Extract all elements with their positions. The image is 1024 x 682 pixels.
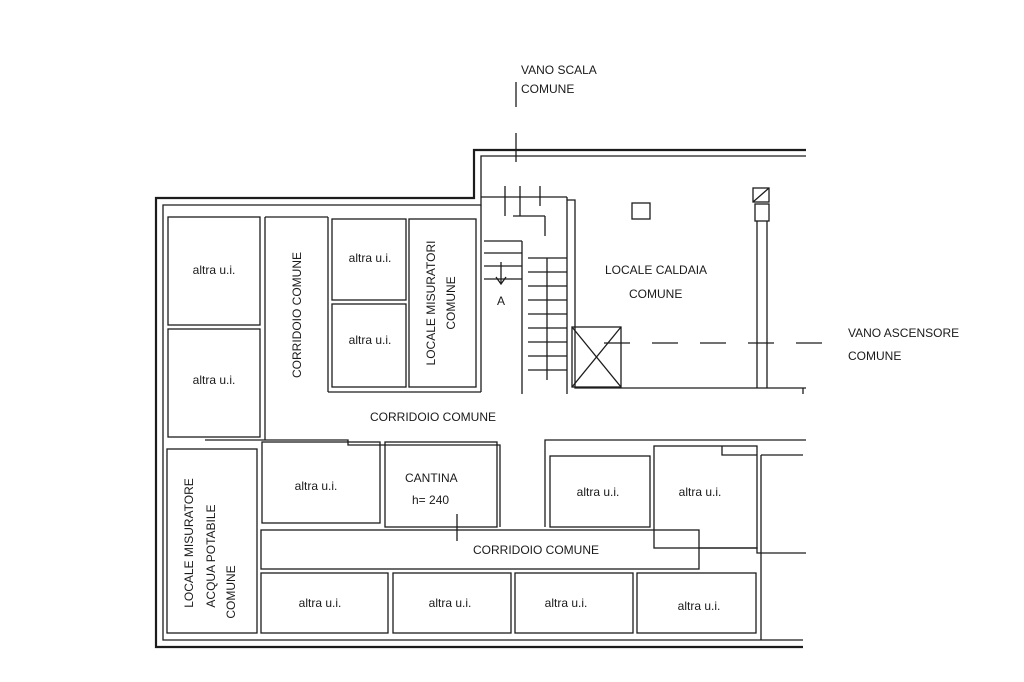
label-locale-acqua-2: ACQUA POTABILE bbox=[204, 504, 218, 607]
label-unit: altra u.i. bbox=[193, 263, 236, 277]
unit-bottom-2 bbox=[392, 572, 512, 634]
unit-middle-2 bbox=[331, 303, 407, 388]
label-locale-misuratori-1: LOCALE MISURATORI bbox=[424, 241, 438, 366]
label-unit: altra u.i. bbox=[349, 251, 392, 265]
room-locale-caldaia bbox=[567, 187, 806, 389]
label-stair-mark: A bbox=[497, 294, 505, 308]
label-locale-acqua-1: LOCALE MISURATORE bbox=[182, 478, 196, 608]
label-vano-ascensore-2: COMUNE bbox=[848, 349, 901, 363]
room-cantina bbox=[384, 441, 498, 528]
label-unit: altra u.i. bbox=[299, 596, 342, 610]
boiler-marker bbox=[631, 202, 651, 220]
chimney-marker bbox=[752, 187, 770, 203]
room-locale-misuratori bbox=[408, 218, 477, 388]
unit-lower-right-1 bbox=[549, 455, 651, 528]
unit-upper-left-1 bbox=[167, 216, 261, 326]
unit-bottom-1 bbox=[260, 572, 389, 634]
corridor-bottom-walls bbox=[260, 529, 806, 570]
label-corridoio-vertical: CORRIDOIO COMUNE bbox=[290, 252, 304, 378]
label-unit: altra u.i. bbox=[577, 485, 620, 499]
label-unit: altra u.i. bbox=[678, 599, 721, 613]
label-locale-acqua-3: COMUNE bbox=[224, 565, 238, 618]
room-locale-misuratore-acqua bbox=[166, 448, 258, 634]
label-vano-scala-2: COMUNE bbox=[521, 82, 574, 96]
label-corridoio-bottom: CORRIDOIO COMUNE bbox=[473, 543, 599, 557]
stair-block bbox=[481, 186, 568, 394]
label-unit: altra u.i. bbox=[429, 596, 472, 610]
label-unit: altra u.i. bbox=[545, 596, 588, 610]
label-cantina: CANTINA bbox=[405, 471, 458, 485]
corridor-middle-walls bbox=[205, 439, 806, 527]
label-vano-scala-1: VANO SCALA bbox=[521, 63, 597, 77]
label-locale-caldaia-2: COMUNE bbox=[629, 287, 682, 301]
unit-bottom-3 bbox=[514, 572, 634, 634]
unit-upper-left-2 bbox=[167, 328, 261, 438]
label-unit: altra u.i. bbox=[193, 373, 236, 387]
unit-lower-1 bbox=[261, 441, 381, 524]
outer-walls bbox=[154, 148, 806, 649]
unit-middle-1 bbox=[331, 218, 407, 301]
label-unit: altra u.i. bbox=[349, 333, 392, 347]
unit-bottom-4 bbox=[636, 572, 757, 634]
label-locale-misuratori-2: COMUNE bbox=[444, 276, 458, 329]
label-vano-ascensore-1: VANO ASCENSORE bbox=[848, 326, 959, 340]
label-corridoio-middle: CORRIDOIO COMUNE bbox=[370, 410, 496, 424]
label-cantina-height: h= 240 bbox=[412, 493, 449, 507]
corridor-vertical-walls bbox=[264, 205, 482, 440]
elevator-shaft bbox=[571, 326, 622, 388]
label-unit: altra u.i. bbox=[295, 479, 338, 493]
label-unit: altra u.i. bbox=[679, 485, 722, 499]
label-locale-caldaia-1: LOCALE CALDAIA bbox=[605, 263, 707, 277]
